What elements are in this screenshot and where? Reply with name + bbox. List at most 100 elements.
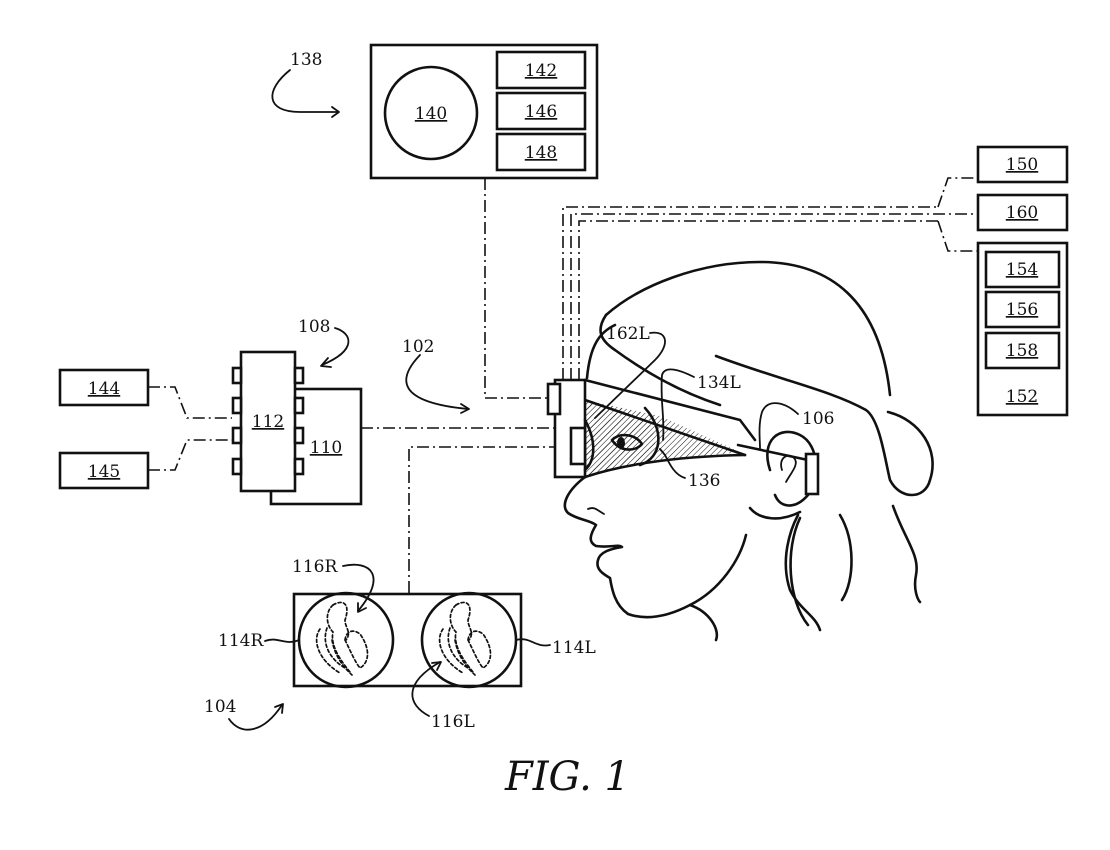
- hair-bun: [714, 354, 934, 497]
- label-114L: 114L: [552, 638, 596, 658]
- arrow-108: [321, 327, 350, 366]
- arrowhead-116L: [431, 661, 442, 671]
- frame-middle: [583, 398, 747, 457]
- connector-branch-152: [937, 220, 978, 252]
- arrowhead-138: [331, 106, 340, 118]
- label-154: 154: [1006, 260, 1038, 280]
- connector-145-to-112: [148, 439, 232, 471]
- display-104: 114R 114L 116R 116L 104: [204, 557, 596, 732]
- leader-106: [758, 402, 799, 449]
- label-162L: 162L: [606, 324, 650, 344]
- leader-136: [659, 448, 686, 479]
- arrowhead-116R: [357, 602, 367, 613]
- nostril: [587, 507, 605, 515]
- image-116L: [438, 601, 492, 676]
- connector-headset-to-152: [578, 220, 938, 380]
- arrow-104: [228, 704, 283, 731]
- block-156: [984, 290, 1061, 329]
- label-108: 108: [298, 317, 330, 337]
- leader-114L: [515, 638, 551, 647]
- label-114R: 114R: [218, 631, 264, 651]
- block-148: [495, 132, 587, 172]
- chip-pins: [231, 366, 305, 476]
- hair-back: [891, 504, 922, 604]
- label-142: 142: [525, 61, 557, 81]
- connector-branch-150: [937, 177, 978, 208]
- leader-162L: [594, 331, 666, 419]
- label-146: 146: [525, 102, 557, 122]
- connector-lines: [148, 177, 978, 593]
- block-158: [984, 331, 1061, 370]
- right-blocks: 150 160 154 156 158 152: [976, 145, 1069, 417]
- ear-clip: [804, 452, 820, 496]
- temple-arm: [736, 443, 810, 472]
- block-160: [976, 193, 1069, 232]
- frame-top: [583, 378, 757, 442]
- arrowhead-108: [320, 357, 332, 368]
- head-illustration: [563, 260, 934, 642]
- block-146: [495, 91, 587, 131]
- pupil: [617, 437, 625, 449]
- block-145: [58, 451, 150, 490]
- neck-back: [784, 513, 822, 632]
- label-112: 112: [252, 412, 284, 432]
- label-156: 156: [1006, 300, 1038, 320]
- jaw-ear: [748, 506, 802, 520]
- eye-orbit: [638, 406, 660, 467]
- arrow-116R: [342, 563, 375, 612]
- label-106: 106: [802, 409, 834, 429]
- chip-112: [239, 350, 297, 493]
- sensor-top: [546, 382, 562, 416]
- label-148: 148: [525, 143, 557, 163]
- label-134L: 134L: [697, 373, 741, 393]
- hair-strand-1: [838, 513, 853, 602]
- connector-headset-to-150: [562, 206, 938, 380]
- label-136: 136: [688, 471, 720, 491]
- frame-bottom: [583, 453, 747, 479]
- block-142: [495, 50, 587, 90]
- arrow-116L: [411, 661, 441, 717]
- hair-top: [604, 260, 892, 397]
- leader-134L: [660, 368, 695, 441]
- left-blocks: 144 145: [58, 368, 150, 490]
- image-116R: [315, 601, 369, 676]
- label-138: 138: [290, 50, 322, 70]
- figure-caption: FIG. 1: [504, 754, 630, 800]
- block-144: [58, 368, 150, 407]
- ear-inner: [780, 454, 797, 483]
- connector-144-to-112: [148, 386, 232, 419]
- face-profile: [563, 475, 748, 619]
- hair-front: [599, 313, 722, 407]
- label-150: 150: [1006, 155, 1038, 175]
- label-104: 104: [204, 697, 236, 717]
- device-138: 140 142 146 148 138: [271, 43, 599, 180]
- connector-104-to-headset: [408, 446, 555, 593]
- screen-140: [383, 65, 479, 161]
- arrowhead-102: [460, 403, 470, 414]
- block-150: [976, 145, 1069, 184]
- controller-108: 110 112 108: [231, 317, 363, 506]
- headset-glasses: [546, 378, 757, 479]
- label-116L: 116L: [431, 712, 475, 732]
- forehead: [585, 323, 617, 380]
- label-110: 110: [310, 438, 342, 458]
- label-116R: 116R: [292, 557, 338, 577]
- neck-front: [688, 603, 719, 642]
- connector-138-to-headset: [484, 178, 548, 399]
- label-152: 152: [1006, 387, 1038, 407]
- arrow-138: [271, 69, 339, 113]
- display-module: [569, 426, 587, 466]
- label-145: 145: [88, 462, 120, 482]
- arrow-102: [405, 354, 469, 410]
- label-102: 102: [402, 337, 434, 357]
- connector-headset-to-160: [570, 213, 978, 380]
- lens-front-curve: [583, 418, 595, 472]
- hair-strand-2: [789, 516, 810, 627]
- label-158: 158: [1006, 341, 1038, 361]
- block-154: [984, 250, 1061, 289]
- label-144: 144: [88, 379, 120, 399]
- label-160: 160: [1006, 203, 1038, 223]
- leader-114R: [264, 638, 300, 643]
- label-140: 140: [415, 104, 447, 124]
